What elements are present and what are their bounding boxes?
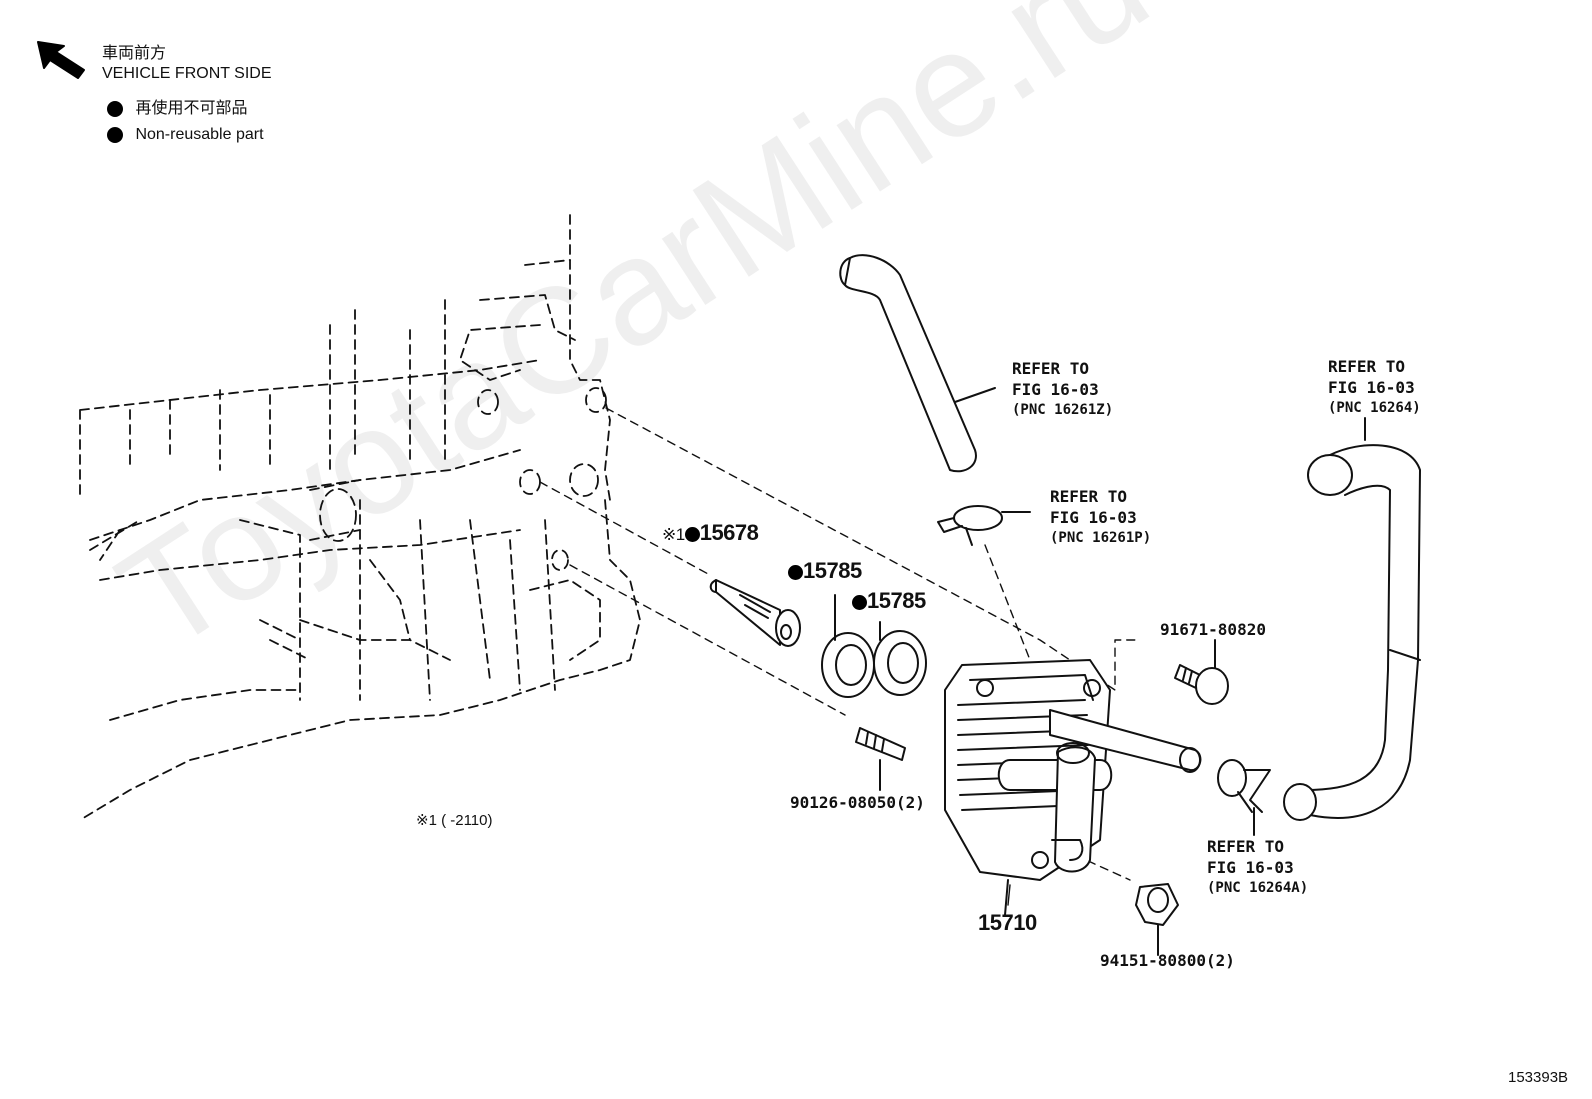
footnote: ※1 ( -2110) — [416, 812, 493, 829]
part-15710-label[interactable]: 15710 — [978, 910, 1037, 935]
nut-94151 — [1135, 883, 1179, 956]
callout-line: (PNC 16264) — [1328, 400, 1421, 416]
upper-hose — [839, 254, 996, 473]
callout-16261z[interactable]: REFER TO FIG 16-03 (PNC 16261Z) — [1012, 358, 1113, 421]
part-90126-label[interactable]: 90126-08050(2) — [790, 793, 925, 812]
right-hose — [1283, 417, 1421, 821]
vehicle-front-arrow-icon — [37, 41, 85, 79]
callout-line: REFER TO — [1050, 487, 1128, 506]
engine-block — [79, 214, 641, 821]
bolt-91671 — [1174, 639, 1229, 705]
part-91671-label[interactable]: 91671-80820 — [1160, 620, 1266, 639]
part-15785-b-label[interactable]: 15785 — [852, 590, 926, 612]
callout-line: (PNC 16261Z) — [1012, 402, 1114, 418]
callout-leaders — [1007, 884, 1011, 906]
nonreuse-dot-icon — [107, 127, 123, 143]
callout-line: FIG 16-03 — [1328, 378, 1415, 397]
part-number: 15785 — [803, 558, 862, 583]
hose-clamp-lower — [1217, 759, 1271, 836]
gasket-15785-b — [873, 621, 927, 696]
nonreuse-dot-icon — [107, 101, 123, 117]
callout-16261p[interactable]: REFER TO FIG 16-03 (PNC 16261P) — [1050, 486, 1151, 549]
part-number: 15678 — [699, 520, 759, 545]
callout-line: (PNC 16261P) — [1050, 530, 1152, 546]
note-marker: ※1 — [662, 525, 685, 544]
callout-line: (PNC 16264A) — [1207, 880, 1309, 896]
figure-id: 153393B — [1508, 1069, 1569, 1086]
callout-line: FIG 16-03 — [1050, 508, 1137, 527]
part-15678-label[interactable]: ※1 15678 — [662, 520, 759, 545]
callout-16264[interactable]: REFER TO FIG 16-03 (PNC 16264) — [1328, 356, 1421, 419]
callout-16264a[interactable]: REFER TO FIG 16-03 (PNC 16264A) — [1207, 836, 1308, 899]
assembly-leaders — [539, 407, 1136, 881]
plug-15678 — [709, 579, 801, 647]
nonreuse-label-jp: 再使用不可部品 — [135, 100, 248, 118]
nonreuse-label-en: Non-reusable part — [135, 126, 264, 144]
stud-90126 — [855, 727, 906, 791]
gasket-15785-a — [821, 594, 875, 698]
part-15785-a-label[interactable]: 15785 — [788, 560, 862, 582]
callout-line: FIG 16-03 — [1207, 858, 1294, 877]
callout-line: REFER TO — [1328, 357, 1406, 376]
callout-line: FIG 16-03 — [1012, 380, 1099, 399]
front-label-en: VEHICLE FRONT SIDE — [102, 65, 272, 82]
hose-clamp-upper — [937, 505, 1031, 546]
oil-cooler-15710 — [944, 659, 1202, 916]
front-label-jp: 車両前方 — [102, 45, 167, 62]
nonreuse-dot-icon — [852, 594, 867, 610]
part-number: 15785 — [867, 588, 926, 613]
nonreuse-dot-icon — [788, 564, 803, 580]
callout-line: REFER TO — [1207, 837, 1285, 856]
nonreuse-legend-en: Non-reusable part — [107, 127, 264, 143]
part-94151-label[interactable]: 94151-80800(2) — [1100, 951, 1235, 970]
nonreuse-dot-icon — [684, 526, 700, 542]
nonreuse-legend-jp: 再使用不可部品 — [107, 101, 247, 117]
callout-line: REFER TO — [1012, 359, 1090, 378]
